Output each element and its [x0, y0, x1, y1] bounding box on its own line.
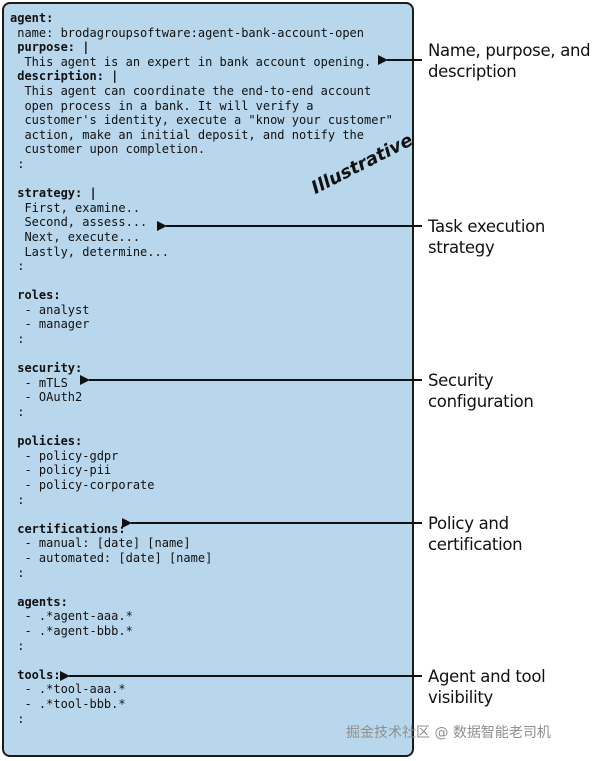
code-line: Lastly, determine... [10, 244, 169, 259]
code-line: : [10, 565, 25, 580]
annotation-policy: Policy and certification [428, 514, 523, 554]
annotation-strategy: Task execution strategy [428, 217, 546, 257]
code-line: purpose: | [10, 40, 90, 55]
code-line: - manual: [date] [name] [10, 536, 191, 551]
code-line: - analyst [10, 302, 90, 317]
code-line: This agent can coordinate the end-to-end… [10, 83, 372, 98]
code-line: - .*tool-aaa.* [10, 682, 126, 697]
code-line: - policy-corporate [10, 478, 155, 492]
code-line: open process in a bank. It will verify a [10, 98, 314, 113]
footer-watermark: 掘金技术社区 @ 数据智能老司机 [346, 725, 551, 741]
annotation-visibility: Agent and tool visibility [428, 667, 546, 707]
code-line: name: brodagroupsoftware:agent-bank-acco… [10, 25, 365, 40]
code-line: : [10, 332, 25, 347]
code-line: action, make an initial deposit, and not… [10, 127, 365, 142]
annotation-security: Security configuration [428, 371, 534, 411]
code-line: This agent is an expert in bank account … [10, 54, 372, 69]
code-line: agent: [10, 11, 54, 25]
code-line: - .*agent-bbb.* [10, 623, 133, 638]
code-line: tools: [10, 667, 61, 682]
code-line: strategy: | [10, 186, 97, 201]
code-line: - .*tool-bbb.* [10, 696, 126, 711]
code-line: - mTLS [10, 375, 68, 390]
annotation-name-purpose-line1: Name, purpose, and [428, 41, 591, 60]
code-line: : [10, 156, 25, 171]
code-line: description: | [10, 69, 119, 84]
annotation-name-purpose-line2: description [428, 62, 517, 81]
code-line: security: [10, 361, 83, 376]
code-line: Next, execute... [10, 229, 141, 244]
code-line: : [10, 638, 25, 653]
code-line: : [10, 405, 25, 420]
code-line: Second, assess... [10, 215, 148, 230]
code-line: customer upon completion. [10, 142, 206, 157]
code-line: - policy-pii [10, 463, 112, 478]
code-line: : [10, 259, 25, 274]
code-line: policies: [10, 434, 83, 449]
code-line: - .*agent-aaa.* [10, 609, 133, 624]
code-line: - policy-gdpr [10, 448, 119, 463]
code-line: - manager [10, 317, 90, 332]
code-line: roles: [10, 288, 61, 303]
code-line: : [10, 711, 25, 726]
code-line: - OAuth2 [10, 390, 83, 405]
code-line: - automated: [date] [name] [10, 550, 213, 565]
code-line: customer's identity, execute a "know you… [10, 113, 393, 128]
code-line: certifications: [10, 521, 126, 536]
code-line: : [10, 492, 25, 507]
annotation-name-purpose: Name, purpose, and description [428, 40, 591, 82]
code-line: First, examine.. [10, 200, 141, 215]
code-line: agents: [10, 594, 68, 609]
code-lines: agent: name: brodagroupsoftware:agent-ba… [10, 11, 393, 726]
